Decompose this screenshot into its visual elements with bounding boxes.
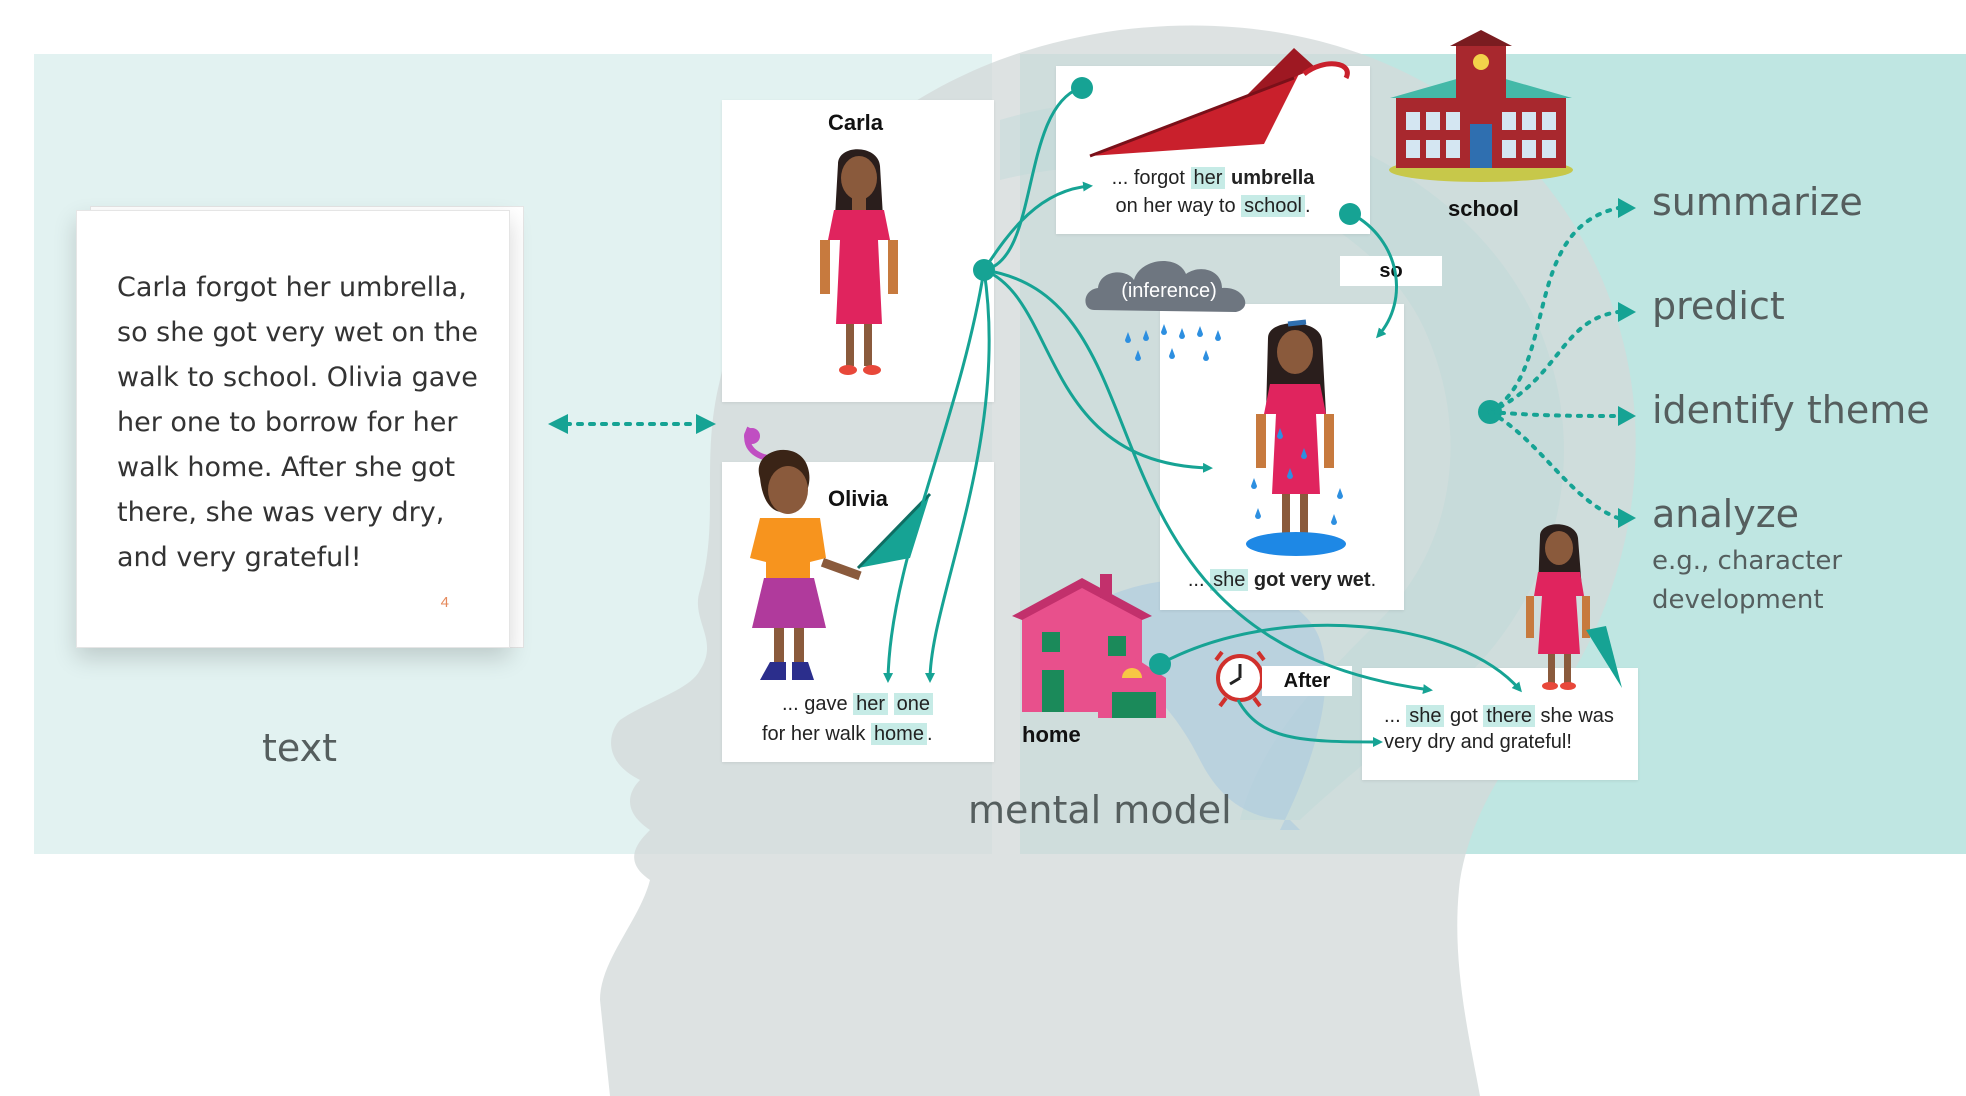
inference-label: (inference) [1121,280,1217,302]
highlight-her: her [853,693,889,715]
highlight-school: school [1241,195,1305,217]
carla-card: Carla [722,100,994,402]
umbrella-card: ... forgot her umbrella on her way to sc… [1056,48,1370,234]
dry-caption-line2: very dry and grateful! [1384,731,1572,753]
olivia-card-title: Olivia [828,486,888,511]
highlight-home: home [870,723,927,745]
dry-caption-line1: ... she got there she was [1384,702,1634,730]
red-umbrella-icon [1089,48,1350,158]
olivia-caption-line2: for her walk home. [762,720,972,748]
wet-caption-pre: ... [1187,569,1211,591]
olivia-figure-icon [744,426,932,680]
text-label: text [262,726,337,770]
olivia-caption-pre: ... gave [782,693,854,715]
mental-model-label: mental model [968,788,1232,832]
highlight-one: one [893,693,933,715]
dry-caption-got: got [1444,705,1484,727]
wet-caption-post: . [1370,569,1377,591]
olivia-caption-line1: ... gave her one [782,690,972,718]
school-label: school [1448,196,1519,221]
dry-caption-pre: ... [1384,705,1407,727]
strategy-summarize: summarize [1652,180,1863,224]
carla-figure-icon [820,149,898,375]
umbrella-caption-line1: ... forgot her umbrella [1056,164,1370,192]
strategy-predict: predict [1652,284,1785,328]
story-passage: Carla forgot her umbrella, so she got ve… [117,272,479,573]
analyze-note-line2: development [1652,585,1824,615]
highlight-her-umbrella: her [1190,167,1226,189]
umbrella-caption-line2-pre: on her way to [1115,195,1242,217]
page-number: 4 [440,594,449,611]
olivia-caption-line2-pre: for her walk [762,723,871,745]
alarm-clock-icon [1214,650,1266,708]
umbrella-caption-pre: ... forgot [1111,167,1191,189]
highlight-there: there [1483,705,1535,727]
dry-caption-post: she was [1535,705,1614,727]
highlight-she-dry: she [1406,705,1445,727]
dry-carla-figure-icon [1526,524,1622,690]
wet-caption-bold: got very wet [1253,569,1371,591]
so-connector-tag: so [1340,256,1442,286]
umbrella-caption-line2: on her way to school. [1056,192,1370,220]
school-building-icon [1389,30,1573,182]
rain-cloud-icon [1085,261,1246,361]
umbrella-caption-bold: umbrella [1231,167,1315,189]
analyze-note-line1: e.g., character [1652,546,1843,576]
umbrella-caption-line2-post: . [1304,195,1311,217]
carla-card-title: Carla [828,110,884,135]
book-page: Carla forgot her umbrella, so she got ve… [76,210,510,648]
strategy-analyze: analyze [1652,492,1800,536]
strategy-identify-theme: identify theme [1652,388,1930,432]
house-icon [1012,574,1166,718]
after-connector-tag: After [1262,666,1352,696]
olivia-caption-line2-post: . [926,723,933,745]
highlight-she: she [1210,569,1249,591]
wet-caption: ... she got very wet. [1160,566,1404,594]
home-label: home [1022,722,1081,747]
